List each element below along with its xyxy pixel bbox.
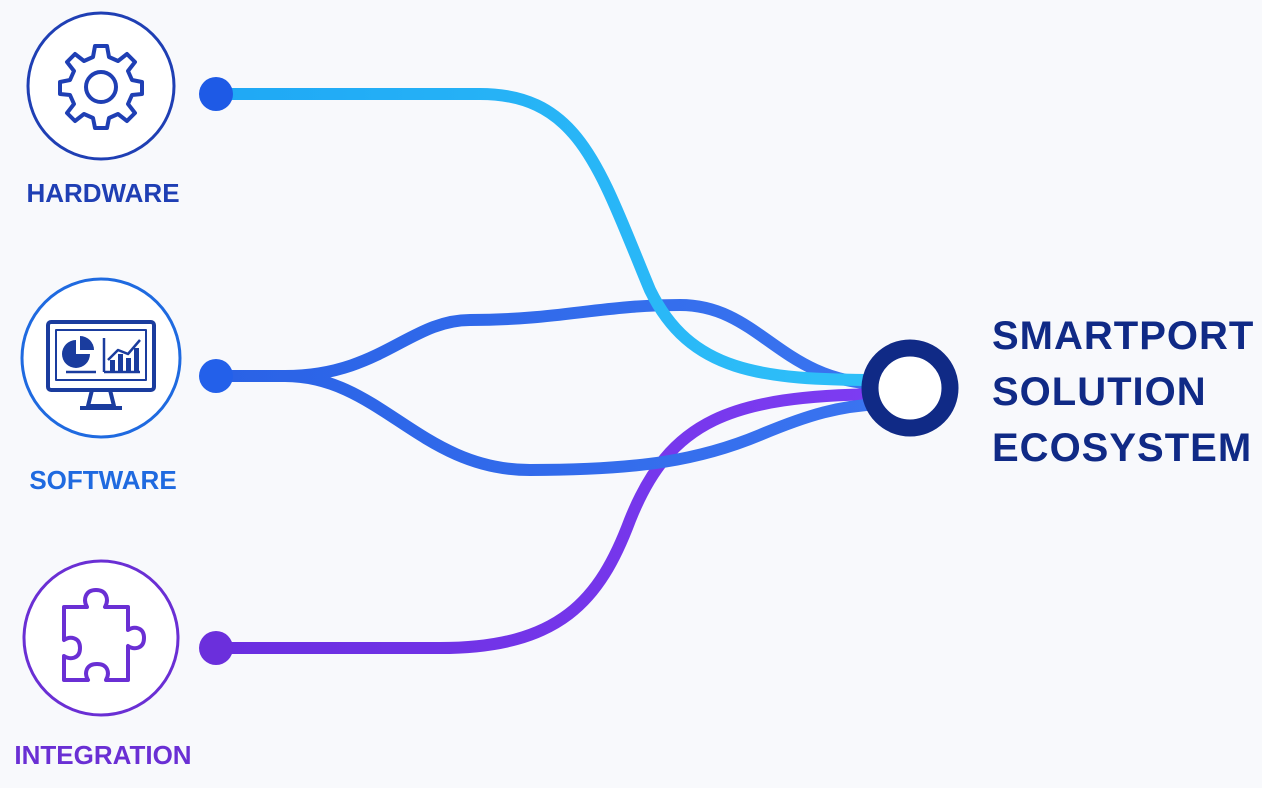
connector-integration-to-hub: [212, 388, 886, 654]
hub-title: SMARTPORT SOLUTION ECOSYSTEM: [992, 308, 1254, 476]
hub-title-line-2: SOLUTION: [992, 370, 1207, 414]
puzzle-piece-icon: [62, 588, 146, 682]
connector-software-lower-to-hub: [212, 298, 886, 390]
hub-node: [861, 339, 959, 437]
connector-hardware-to-hub: [212, 88, 886, 386]
integration-label: INTEGRATION: [14, 740, 192, 770]
connector-software-upper-to-hub: [212, 370, 886, 477]
software-label: SOFTWARE: [29, 465, 177, 495]
hardware-label: HARDWARE: [26, 178, 180, 208]
hardware-icon-badge: [26, 11, 176, 161]
integration-icon-badge: [22, 559, 180, 717]
monitor-chart-icon: [46, 320, 156, 410]
software-icon-badge: [20, 277, 182, 439]
hardware-connector-dot: [199, 77, 233, 111]
hub-title-line-1: SMARTPORT: [992, 314, 1255, 358]
hub-title-line-3: ECOSYSTEM: [992, 426, 1253, 470]
software-connector-dot: [199, 359, 233, 393]
gear-icon: [58, 44, 144, 130]
integration-connector-dot: [199, 631, 233, 665]
